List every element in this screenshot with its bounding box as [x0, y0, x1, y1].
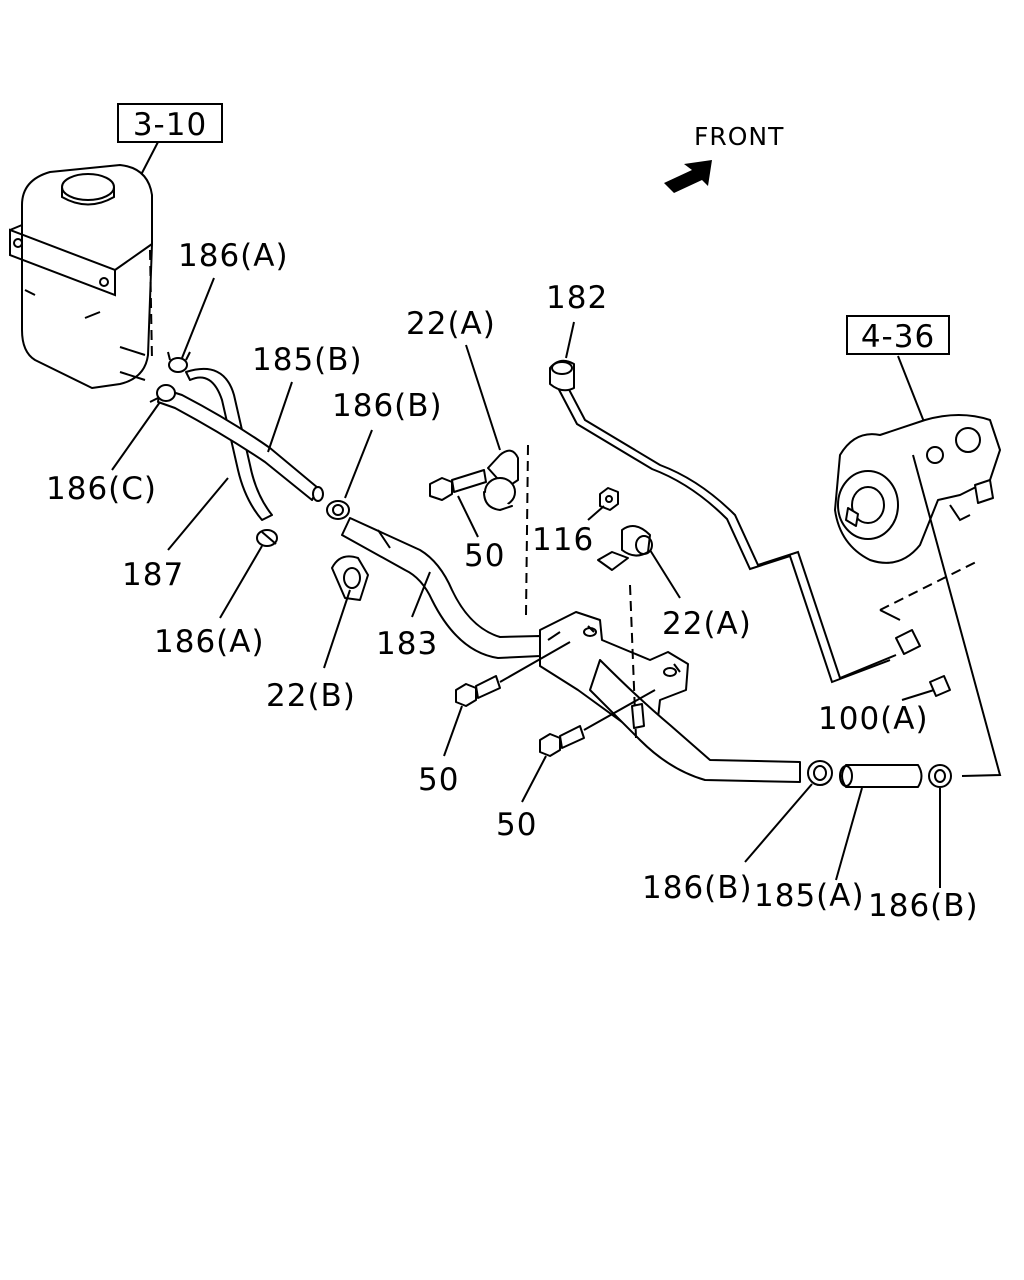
- callout-186b-mid: 186(B): [332, 388, 443, 424]
- clamp-186b-right[interactable]: [928, 764, 952, 788]
- callout-100a: 100(A): [818, 701, 929, 737]
- clamp-100a[interactable]: [895, 629, 951, 697]
- callout-182: 182: [546, 280, 608, 316]
- reservoir-tank: [9, 164, 153, 389]
- clip-22b[interactable]: [331, 555, 369, 601]
- ref-label-3-10: 3-10: [133, 107, 207, 143]
- clamp-186c[interactable]: [149, 384, 176, 403]
- front-label: FRONT: [694, 122, 784, 151]
- clip-22a-mid[interactable]: [597, 525, 653, 571]
- clamp-186b-mid[interactable]: [326, 500, 350, 520]
- callout-185a: 185(A): [754, 878, 865, 914]
- ref-box-3-10[interactable]: 3-10: [117, 103, 223, 201]
- callout-183: 183: [376, 626, 438, 662]
- mounting-bracket: [539, 611, 801, 783]
- callout-50-low: 50: [496, 807, 537, 843]
- pipe-183[interactable]: [341, 517, 541, 659]
- hose-187[interactable]: [185, 367, 273, 521]
- callout-186a-low: 186(A): [154, 624, 265, 660]
- ref-label-4-36: 4-36: [861, 319, 935, 355]
- pipe-182[interactable]: [563, 379, 897, 680]
- callout-22b: 22(B): [266, 678, 356, 714]
- bolt-50-top[interactable]: [429, 469, 487, 501]
- clamp-186b-left[interactable]: [807, 760, 833, 786]
- callout-22a-mid: 22(A): [662, 606, 752, 642]
- callout-185b: 185(B): [252, 342, 363, 378]
- leader-lines: [111, 277, 941, 888]
- callout-50-mid: 50: [418, 762, 459, 798]
- nut-116[interactable]: [599, 487, 619, 511]
- hose-185a[interactable]: [841, 764, 923, 788]
- callout-186b-left: 186(B): [642, 870, 753, 906]
- callout-186a-top: 186(A): [178, 238, 289, 274]
- hose-185b[interactable]: [157, 387, 319, 501]
- front-arrow-icon: [664, 160, 712, 193]
- callout-50-top: 50: [464, 538, 505, 574]
- clamp-186a-low[interactable]: [256, 529, 278, 547]
- callout-186c: 186(C): [46, 471, 157, 507]
- steering-pump: [834, 414, 1001, 564]
- clip-22a-top[interactable]: [483, 449, 519, 511]
- bolt-50-low[interactable]: [539, 689, 656, 757]
- ref-box-4-36[interactable]: 4-36: [846, 315, 950, 433]
- bolt-50-mid[interactable]: [455, 641, 571, 707]
- callout-187: 187: [122, 557, 184, 593]
- callout-22a-top: 22(A): [406, 306, 496, 342]
- clamp-186a-top[interactable]: [167, 351, 191, 373]
- callout-186b-right: 186(B): [868, 888, 979, 924]
- callout-116: 116: [532, 522, 594, 558]
